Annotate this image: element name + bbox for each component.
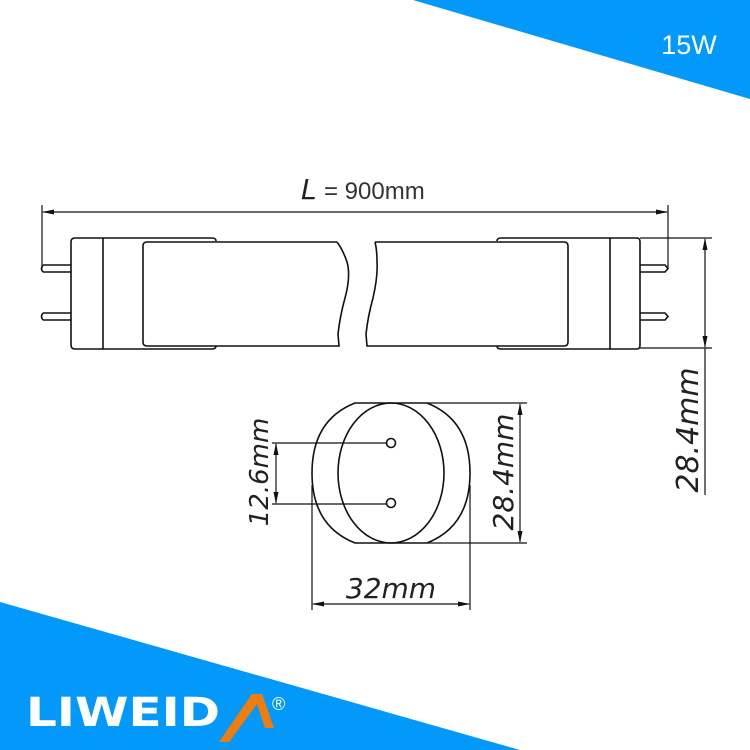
right-end-cap [496,237,670,350]
length-value: = 900mm [324,178,425,205]
length-dimension: L = 900mm [41,173,669,268]
pin-spacing-dimension: 12.6mm [245,418,279,527]
length-symbol: L [301,173,317,206]
end-width-label: 32mm [346,572,436,605]
pin-bottom [385,497,397,509]
registered-mark: ® [272,694,285,714]
brand-logo: LIWEID ® [26,690,285,742]
left-end-cap [40,237,217,350]
end-height-dimension: 28.4mm [427,402,527,544]
end-height-label: 28.4mm [487,414,520,531]
brand-name: LIWEID [26,690,220,736]
brand-a-chevron [219,694,274,742]
pin-spacing-label: 12.6mm [245,418,275,527]
tube-left-segment [142,241,350,347]
side-height-dimension: 28.4mm [640,237,712,495]
end-width-dimension: 32mm [311,485,471,610]
side-height-label: 28.4mm [671,367,706,492]
bottom-band [0,602,520,750]
wattage-label: 15W [661,30,717,60]
end-view [272,402,471,544]
top-band [413,0,750,99]
pin-top [385,437,397,449]
tube-right-segment [365,241,569,347]
